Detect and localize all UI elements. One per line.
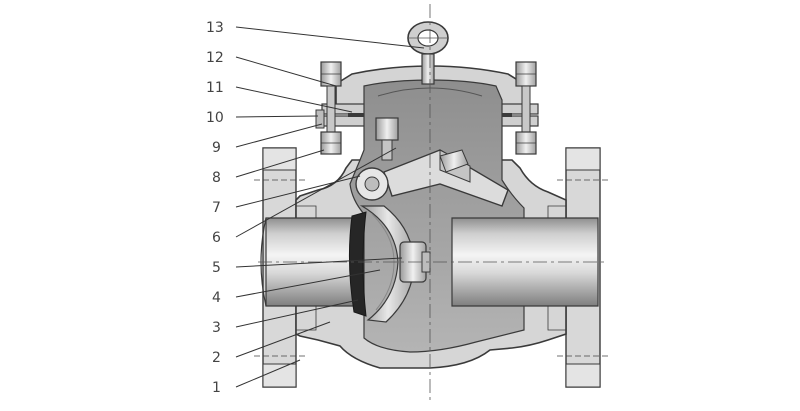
- eye-bolt: [407, 21, 449, 85]
- callout-7: 7: [212, 200, 221, 216]
- bonnet-bolts-left: [315, 61, 342, 155]
- callout-12: 12: [206, 50, 224, 66]
- callout-6: 6: [212, 230, 221, 246]
- callout-9: 9: [212, 140, 221, 156]
- callout-4: 4: [212, 290, 221, 306]
- callout-2: 2: [212, 350, 221, 366]
- inner-stud: [375, 117, 399, 161]
- callout-11: 11: [206, 80, 224, 96]
- callout-labels: 13 12 11 10 9 8 7 6 5 4 3 2 1: [206, 20, 224, 396]
- hinge-arm: [383, 149, 509, 207]
- callout-8: 8: [212, 170, 221, 186]
- callout-3: 3: [212, 320, 221, 336]
- bonnet-bolts-right: [515, 61, 537, 155]
- right-flange: [557, 147, 609, 388]
- hinge-pin: [355, 167, 389, 201]
- callout-5: 5: [212, 260, 221, 276]
- callout-1: 1: [212, 380, 221, 396]
- callout-13: 13: [206, 20, 224, 36]
- centerlines: [258, 4, 606, 400]
- callout-10: 10: [206, 110, 224, 126]
- leader-lines: [235, 26, 425, 388]
